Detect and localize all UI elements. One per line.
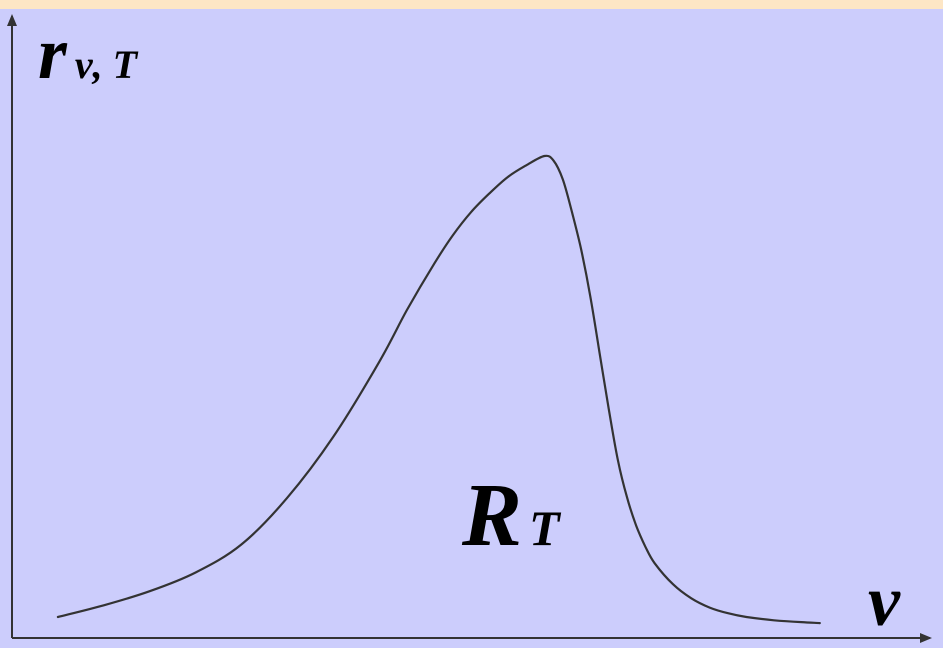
y-axis-label-subscript: ν, T	[75, 42, 139, 87]
area-label-main: R	[461, 466, 522, 565]
x-axis-label: ν	[868, 561, 901, 641]
y-axis-label: r ν, T	[38, 13, 139, 95]
area-label: R T	[461, 466, 562, 565]
y-axis-label-main: r	[38, 13, 68, 95]
top-band	[0, 0, 943, 9]
spectral-curve	[56, 154, 821, 625]
area-label-subscript: T	[529, 500, 562, 556]
